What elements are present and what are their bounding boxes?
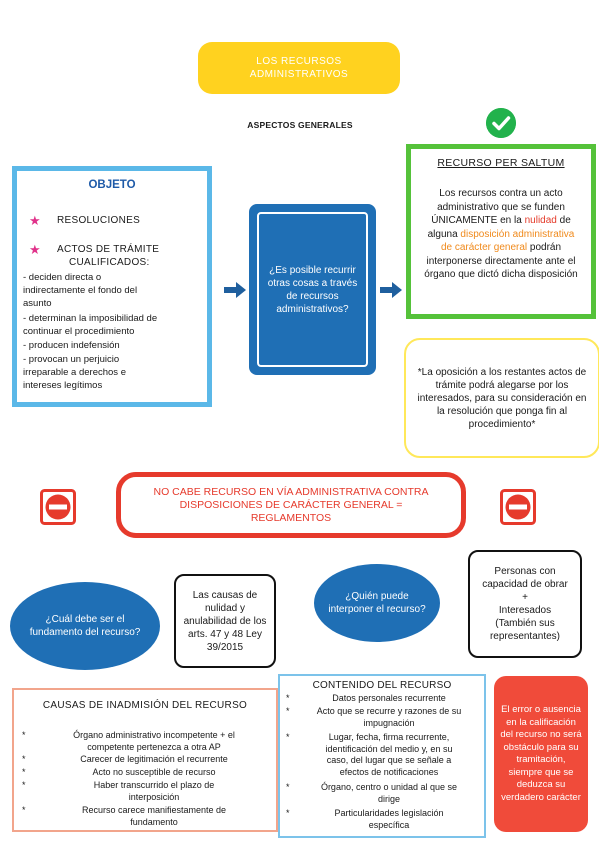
no-entry-icon — [500, 489, 536, 525]
no-cabe-text: NO CABE RECURSO EN VÍA ADMINISTRATIVA CO… — [153, 485, 429, 524]
personas-line: (También sus representantes) — [489, 618, 561, 642]
bullet: * — [22, 754, 26, 764]
objeto-bullet-cualificados: CUALIFICADOS: — [69, 257, 150, 268]
personas-callout: Personas con capacidad de obrar + Intere… — [468, 550, 582, 658]
objeto-item: continuar el procedimiento — [23, 326, 135, 337]
star-icon: ★ — [29, 242, 41, 257]
objeto-item: - producen indefensión — [23, 340, 120, 351]
bullet: * — [22, 767, 26, 777]
arrow-right-icon — [380, 282, 402, 298]
list-item: Datos personales recurrente — [332, 693, 446, 703]
per-saltum-box: RECURSO PER SALTUM Los recursos contra u… — [406, 144, 596, 319]
bullet: * — [286, 732, 290, 742]
list-item: Acto no susceptible de recurso — [92, 767, 216, 777]
personas-line: Interesados — [498, 605, 552, 616]
check-icon — [486, 108, 516, 138]
bullet: * — [22, 780, 26, 790]
objeto-box: OBJETO ★ RESOLUCIONES ★ ACTOS DE TRÁMITE… — [12, 166, 212, 407]
bullet: * — [286, 693, 290, 703]
nota-text: *La oposición a los restantes actos de t… — [417, 366, 587, 430]
center-question-text: ¿Es posible recurrir otras cosas a travé… — [257, 212, 368, 367]
inadmision-title: CAUSAS DE INADMISIÓN DEL RECURSO — [42, 700, 248, 711]
list-item: Carecer de legitimación el recurrente — [80, 754, 228, 764]
objeto-item: intereses legítimos — [23, 380, 103, 391]
subtitle: ASPECTOS GENERALES — [247, 120, 353, 130]
center-question-box: ¿Es posible recurrir otras cosas a travé… — [249, 204, 376, 375]
contenido-title: CONTENIDO DEL RECURSO — [312, 680, 452, 691]
objeto-item: - deciden directa o — [23, 272, 102, 283]
per-saltum-body: Los recursos contra un acto administrati… — [424, 188, 578, 280]
personas-plus: + — [522, 592, 528, 603]
fundamento-question-text: ¿Cuál debe ser el fundamento del recurso… — [29, 614, 141, 638]
bullet: * — [286, 706, 290, 716]
objeto-title: OBJETO — [88, 179, 136, 191]
bullet: * — [22, 805, 26, 815]
arrow-right-icon — [224, 282, 246, 298]
objeto-item: asunto — [23, 298, 52, 309]
causas-nulidad-text: Las causas de nulidad y anulabilidad de … — [183, 589, 267, 653]
objeto-item: irreparable a derechos e — [23, 367, 126, 378]
list-item: Lugar, fecha, firma recurrente,identific… — [325, 732, 453, 777]
interponer-question-bubble: ¿Quién puede interponer el recurso? — [314, 564, 440, 642]
no-entry-icon — [40, 489, 76, 525]
no-cabe-box: NO CABE RECURSO EN VÍA ADMINISTRATIVA CO… — [116, 472, 466, 538]
star-icon: ★ — [29, 213, 41, 228]
contenido-box: CONTENIDO DEL RECURSO * Datos personales… — [278, 674, 486, 838]
objeto-bullet-resoluciones: RESOLUCIONES — [57, 215, 141, 226]
error-note-box: El error o ausencia en la calificación d… — [494, 676, 588, 832]
causas-nulidad-callout: Las causas de nulidad y anulabilidad de … — [174, 574, 276, 668]
fundamento-question-bubble: ¿Cuál debe ser el fundamento del recurso… — [10, 582, 160, 670]
bullet: * — [286, 782, 290, 792]
personas-line: Personas con capacidad de obrar — [482, 566, 568, 590]
highlight-nulidad: nulidad — [524, 215, 557, 226]
nota-box: *La oposición a los restantes actos de t… — [404, 338, 599, 458]
interponer-question-text: ¿Quién puede interponer el recurso? — [328, 591, 426, 615]
bullet: * — [286, 808, 290, 818]
error-note-text: El error o ausencia en la calificación d… — [500, 704, 582, 803]
inadmision-box: CAUSAS DE INADMISIÓN DEL RECURSO * Órgan… — [12, 688, 278, 832]
title-box: LOS RECURSOS ADMINISTRATIVOS — [198, 42, 400, 94]
page-title: LOS RECURSOS ADMINISTRATIVOS — [249, 56, 349, 80]
highlight-disposicion: disposición administrativa de carácter g… — [440, 228, 575, 254]
bullet: * — [22, 730, 26, 740]
objeto-bullet-actos: ACTOS DE TRÁMITE — [57, 244, 160, 255]
per-saltum-title: RECURSO PER SALTUM — [437, 157, 565, 169]
objeto-item: - determinan la imposibilidad de — [23, 313, 158, 324]
objeto-item: - provocan un perjuicio — [23, 354, 120, 365]
objeto-item: indirectamente el fondo del — [23, 285, 138, 296]
